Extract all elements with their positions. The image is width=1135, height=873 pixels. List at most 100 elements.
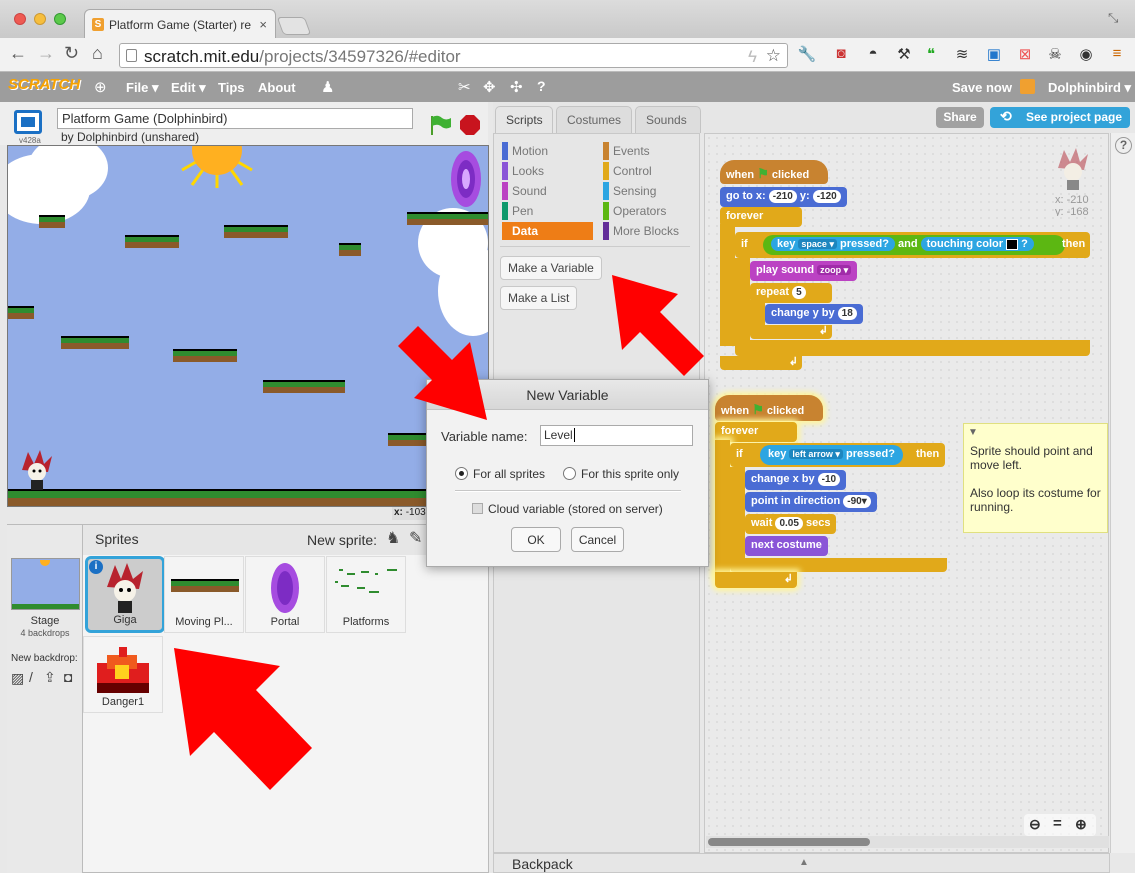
extension-icon[interactable]: ⊠ [1018, 46, 1032, 63]
zoom-in-icon[interactable]: ⊕ [1075, 816, 1087, 832]
change-x-block[interactable]: change x by -10 [745, 470, 847, 490]
wait-block[interactable]: wait 0.05 secs [745, 514, 837, 534]
pocket-icon[interactable]: ◙ [836, 45, 846, 62]
sprite-tile-platforms[interactable]: Platforms [326, 556, 406, 633]
green-flag-icon[interactable] [428, 114, 452, 139]
and-operator-block[interactable]: key space ▾ pressed? and touching color … [763, 235, 1065, 255]
y-input[interactable]: -120 [812, 190, 841, 203]
category-data[interactable]: Data [502, 222, 593, 240]
cloud-variable-checkbox[interactable] [472, 503, 483, 514]
for-this-sprite-radio[interactable] [563, 467, 576, 480]
y-change-input[interactable]: 18 [837, 307, 857, 320]
change-y-block[interactable]: change y by 18 [765, 304, 863, 324]
tab-scripts[interactable]: Scripts [495, 106, 553, 134]
fullscreen-icon[interactable]: ⤡ [1108, 10, 1119, 25]
fullscreen-stage-icon[interactable] [14, 110, 42, 134]
stage-thumbnail[interactable] [11, 558, 80, 610]
direction-input[interactable]: -90▾ [843, 495, 871, 508]
go-to-xy-block[interactable]: go to x: -210 y: -120 [720, 187, 847, 207]
script-comment[interactable]: ▼ Sprite should point and move left. Als… [963, 423, 1108, 533]
address-bar[interactable]: scratch.mit.edu/projects/34597326/#edito… [119, 43, 788, 68]
horizontal-scrollbar[interactable] [706, 836, 1109, 848]
menu-icon[interactable]: ≡ [1112, 45, 1122, 62]
sprite-tile-danger1[interactable]: Danger1 [83, 636, 163, 713]
ninja-icon[interactable]: ◓ [868, 45, 878, 62]
for-all-sprites-radio[interactable] [455, 467, 468, 480]
repeat-input[interactable]: 5 [792, 286, 806, 299]
color-swatch[interactable] [1006, 238, 1019, 250]
help-icon[interactable]: ? [1115, 137, 1132, 154]
if-then-block[interactable]: if key left arrow ▾ pressed? then [730, 443, 945, 467]
cancel-button[interactable]: Cancel [571, 527, 624, 552]
when-flag-clicked-block[interactable]: when ⚑ clicked [720, 160, 828, 184]
repeat-block[interactable]: repeat 5 [750, 283, 832, 303]
giga-sprite[interactable] [18, 450, 56, 493]
close-tab-icon[interactable]: × [259, 17, 267, 32]
bookmark-star-icon[interactable]: ☆ [765, 46, 781, 65]
hangouts-icon[interactable]: ❝ [926, 46, 936, 63]
forever-block[interactable]: forever [720, 207, 802, 227]
vertical-scrollbar[interactable]: ? [1110, 133, 1135, 853]
next-costume-block[interactable]: next costume [745, 536, 828, 556]
menu-tips[interactable]: Tips [218, 80, 245, 95]
category-motion[interactable]: Motion [502, 142, 548, 160]
back-icon[interactable]: ← [9, 43, 27, 63]
camera-icon[interactable]: ◘ [64, 669, 73, 685]
scroll-thumb[interactable] [708, 838, 870, 846]
category-operators[interactable]: Operators [603, 202, 666, 220]
close-window-icon[interactable] [14, 13, 26, 25]
scratch-logo[interactable]: SCRATCH [8, 76, 81, 93]
when-flag-clicked-block[interactable]: when ⚑ clicked [715, 395, 823, 421]
grow-icon[interactable]: ✥ [483, 79, 496, 96]
stage-canvas[interactable] [7, 145, 489, 507]
user-menu[interactable]: Dolphinbird ▾ [1048, 80, 1132, 95]
resize-icon[interactable]: ▣ [986, 46, 1002, 63]
globe-icon[interactable]: ⊕ [94, 79, 107, 96]
if-then-block[interactable]: if key space ▾ pressed? and touching col… [735, 232, 1090, 258]
pirate-icon[interactable]: ☠ [1048, 46, 1062, 63]
key-pressed-block[interactable]: key space ▾ pressed? [771, 237, 895, 251]
category-more-blocks[interactable]: More Blocks [603, 222, 679, 240]
category-control[interactable]: Control [603, 162, 652, 180]
home-icon[interactable]: ⌂ [92, 43, 103, 63]
shrink-icon[interactable]: ✣ [510, 79, 523, 96]
wait-input[interactable]: 0.05 [775, 517, 803, 530]
forever-block[interactable]: forever [715, 422, 797, 442]
zoom-reset-icon[interactable]: = [1053, 815, 1062, 832]
tab-sounds[interactable]: Sounds [635, 106, 701, 133]
browser-tab[interactable]: S Platform Game (Starter) re × [84, 9, 276, 39]
info-icon[interactable]: i [89, 560, 103, 574]
category-sound[interactable]: Sound [502, 182, 547, 200]
key-dropdown[interactable]: left arrow ▾ [789, 449, 843, 459]
sound-dropdown[interactable]: zoop ▾ [817, 265, 852, 275]
reload-icon[interactable]: ↻ [64, 43, 80, 63]
stop-icon[interactable] [459, 114, 481, 139]
paint-sprite-icon[interactable]: ✎ [409, 530, 423, 547]
ok-button[interactable]: OK [511, 527, 561, 552]
sprite-library-icon[interactable]: ♞ [386, 530, 401, 547]
collapse-triangle-icon[interactable]: ▼ [968, 427, 978, 438]
project-title-input[interactable]: Platform Game (Dolphinbird) [57, 108, 413, 129]
upload-icon[interactable]: ⇪ [44, 669, 56, 685]
make-variable-button[interactable]: Make a Variable [500, 256, 602, 280]
menu-file[interactable]: File ▾ [126, 80, 159, 95]
paint-backdrop-icon[interactable]: ▨ [11, 670, 25, 686]
tool-icon[interactable]: ⚒ [897, 46, 911, 63]
tab-costumes[interactable]: Costumes [556, 106, 632, 133]
brush-icon[interactable]: / [29, 669, 33, 685]
expand-triangle-icon[interactable]: ▲ [799, 857, 809, 868]
variable-name-input[interactable]: Level [540, 425, 693, 446]
category-events[interactable]: Events [603, 142, 650, 160]
user-avatar[interactable] [1020, 79, 1035, 94]
x-input[interactable]: -210 [768, 190, 797, 203]
category-pen[interactable]: Pen [502, 202, 533, 220]
category-looks[interactable]: Looks [502, 162, 544, 180]
minimize-window-icon[interactable] [34, 13, 46, 25]
maximize-window-icon[interactable] [54, 13, 66, 25]
bolt-icon[interactable]: ϟ [748, 47, 757, 66]
portal-sprite[interactable] [449, 149, 483, 212]
duplicate-stamp-icon[interactable]: ♟ [321, 79, 335, 96]
save-now-link[interactable]: Save now [952, 80, 1012, 95]
help-icon[interactable]: ? [537, 78, 546, 94]
menu-about[interactable]: About [258, 80, 296, 95]
